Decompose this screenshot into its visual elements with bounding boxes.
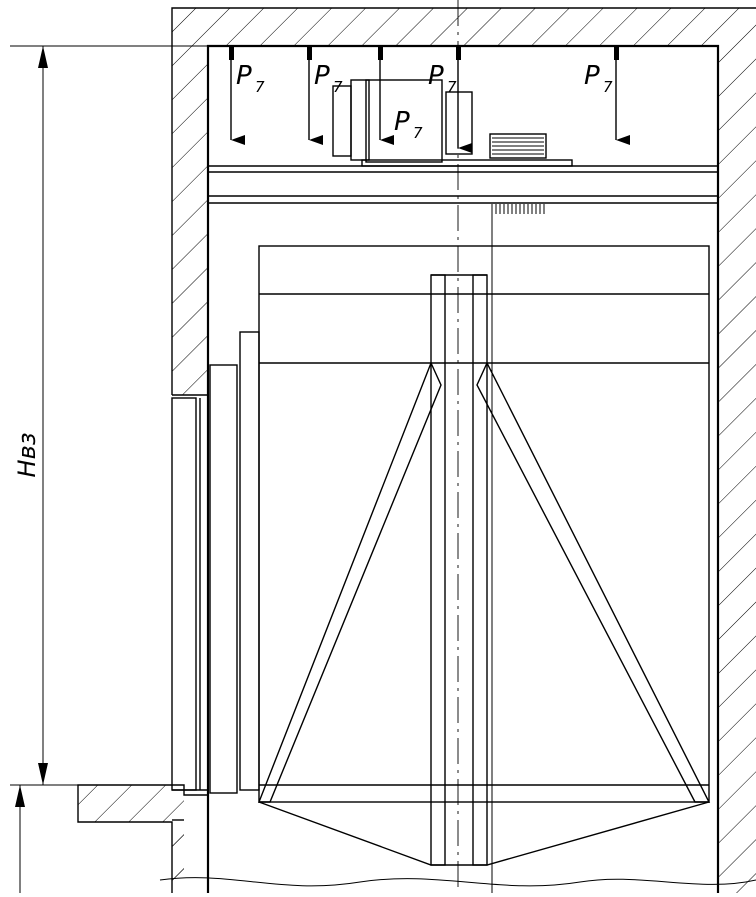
car-door-panel-outer bbox=[239, 331, 260, 791]
load-label-index: 7 bbox=[447, 78, 457, 96]
lower-dimension bbox=[15, 785, 25, 893]
floor-slab bbox=[78, 785, 184, 893]
load-label-index: 7 bbox=[333, 78, 343, 96]
load-label: P bbox=[584, 61, 600, 91]
load-label: P bbox=[428, 61, 444, 91]
brace-left bbox=[257, 361, 442, 803]
load-label-index: 7 bbox=[413, 124, 423, 142]
car-cabin bbox=[258, 245, 710, 803]
load-label: P bbox=[236, 61, 252, 91]
sheave-grooves bbox=[489, 133, 547, 159]
load-label: P bbox=[394, 107, 410, 137]
load-arrow-1: P 7 bbox=[229, 46, 265, 145]
height-dimension-label: Нвз bbox=[13, 433, 41, 478]
top-wall bbox=[172, 8, 756, 370]
elevator-car bbox=[171, 245, 711, 866]
machine-room bbox=[208, 79, 718, 214]
load-arrow-5: P 7 bbox=[584, 46, 630, 145]
platform-bottom bbox=[258, 801, 710, 866]
height-dimension: Нвз bbox=[10, 45, 210, 786]
load-arrow-3: P 7 bbox=[378, 46, 423, 145]
load-label-index: 7 bbox=[255, 78, 265, 96]
motor-body bbox=[350, 79, 370, 161]
left-wall bbox=[172, 370, 208, 395]
load-arrow-2: P 7 bbox=[307, 46, 343, 145]
brake-unit bbox=[445, 91, 473, 155]
rope-terminations bbox=[491, 204, 545, 214]
machine-base bbox=[361, 159, 573, 167]
shaft-walls bbox=[77, 7, 756, 893]
right-wall bbox=[718, 46, 756, 893]
load-label-index: 7 bbox=[603, 78, 613, 96]
landing-door bbox=[171, 397, 197, 791]
gearbox bbox=[365, 79, 443, 163]
brace-right bbox=[476, 361, 711, 803]
break-line bbox=[159, 877, 756, 887]
car-door-panel-inner bbox=[209, 364, 238, 794]
load-label: P bbox=[314, 61, 330, 91]
load-arrows: P 7 P 7 P 7 P 7 P 7 bbox=[229, 46, 630, 153]
load-arrow-4: P 7 bbox=[428, 46, 472, 153]
motor-end-cap bbox=[332, 85, 352, 157]
